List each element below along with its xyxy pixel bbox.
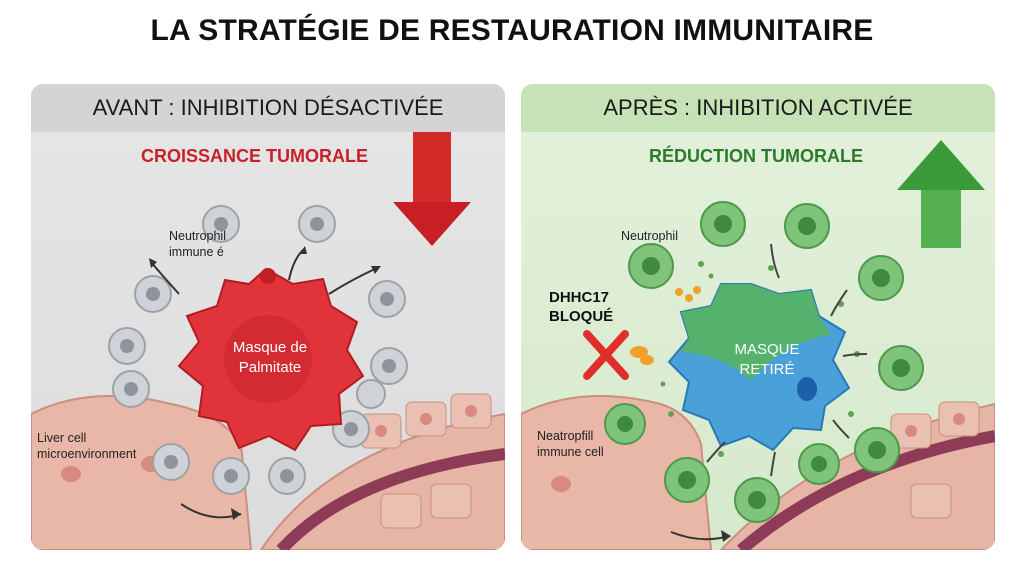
- page-title: LA STRATÉGIE DE RESTAURATION IMMUNITAIRE: [150, 14, 874, 47]
- after-scene: [521, 140, 995, 550]
- liver-cell-label-line-1: Liver cell: [37, 431, 87, 445]
- neatrophil-label-line-2: immune cell: [537, 445, 604, 459]
- tumor-cluster: [177, 267, 365, 452]
- activated-neutrophil-cells: [604, 201, 924, 523]
- release-arrows: [706, 243, 868, 477]
- liver-cell-label: Liver cell microenvironment: [37, 430, 136, 462]
- liver-cell-label-line-2: microenvironment: [37, 447, 137, 461]
- neatrophil-label-line-1: Neatropfill: [537, 429, 594, 443]
- neutrophil-label-line-2: immune é: [169, 245, 224, 259]
- neutrophil-label: Neutrophil immune é: [169, 228, 226, 260]
- neutrophil-label-after: Neutrophil: [621, 229, 678, 243]
- liver-tissue: [31, 393, 505, 550]
- liver-tissue-after: [521, 395, 995, 550]
- before-panel-header: AVANT : INHIBITION DÉSACTIVÉE: [31, 84, 505, 132]
- granules: [660, 261, 860, 457]
- palmitate-mask-label-line-2: Palmitate: [238, 359, 302, 376]
- dhhc17-blocked-label: DHHC17 BLOQUÉ: [549, 288, 613, 326]
- after-panel: APRÈS : INHIBITION ACTIVÉE: [521, 84, 995, 550]
- after-status: RÉDUCTION TUMORALE: [649, 146, 863, 166]
- before-scene: [31, 132, 505, 550]
- tumor-growth-arrow: [393, 132, 471, 246]
- before-panel: AVANT : INHIBITION DÉSACTIVÉE: [31, 84, 505, 550]
- dhhc17-label-line-1: DHHC17: [549, 289, 610, 306]
- palmitate-mask-label-line-1: Masque de: [232, 339, 308, 356]
- blocked-x-icon: [583, 330, 629, 380]
- mask-removed-label-line-2: RETIRÉ: [739, 361, 795, 378]
- palmitate-fragments: [630, 286, 701, 365]
- neutrophil-label-line-1: Neutrophil: [169, 229, 226, 243]
- dhhc17-label-line-2: BLOQUÉ: [549, 308, 614, 325]
- mask-removed-label-line-1: MASQUE: [734, 341, 800, 358]
- neatrophil-label: Neatropfill immune cell: [537, 428, 604, 460]
- tumor-reduction-arrow: [897, 140, 985, 248]
- palmitate-mask-label: Masque de Palmitate: [215, 338, 325, 378]
- mask-removed-label: MASQUE RETIRÉ: [717, 340, 817, 380]
- before-status: CROISSANCE TUMORALE: [141, 146, 369, 166]
- tumor-core: [667, 283, 851, 452]
- after-panel-header: APRÈS : INHIBITION ACTIVÉE: [521, 84, 995, 132]
